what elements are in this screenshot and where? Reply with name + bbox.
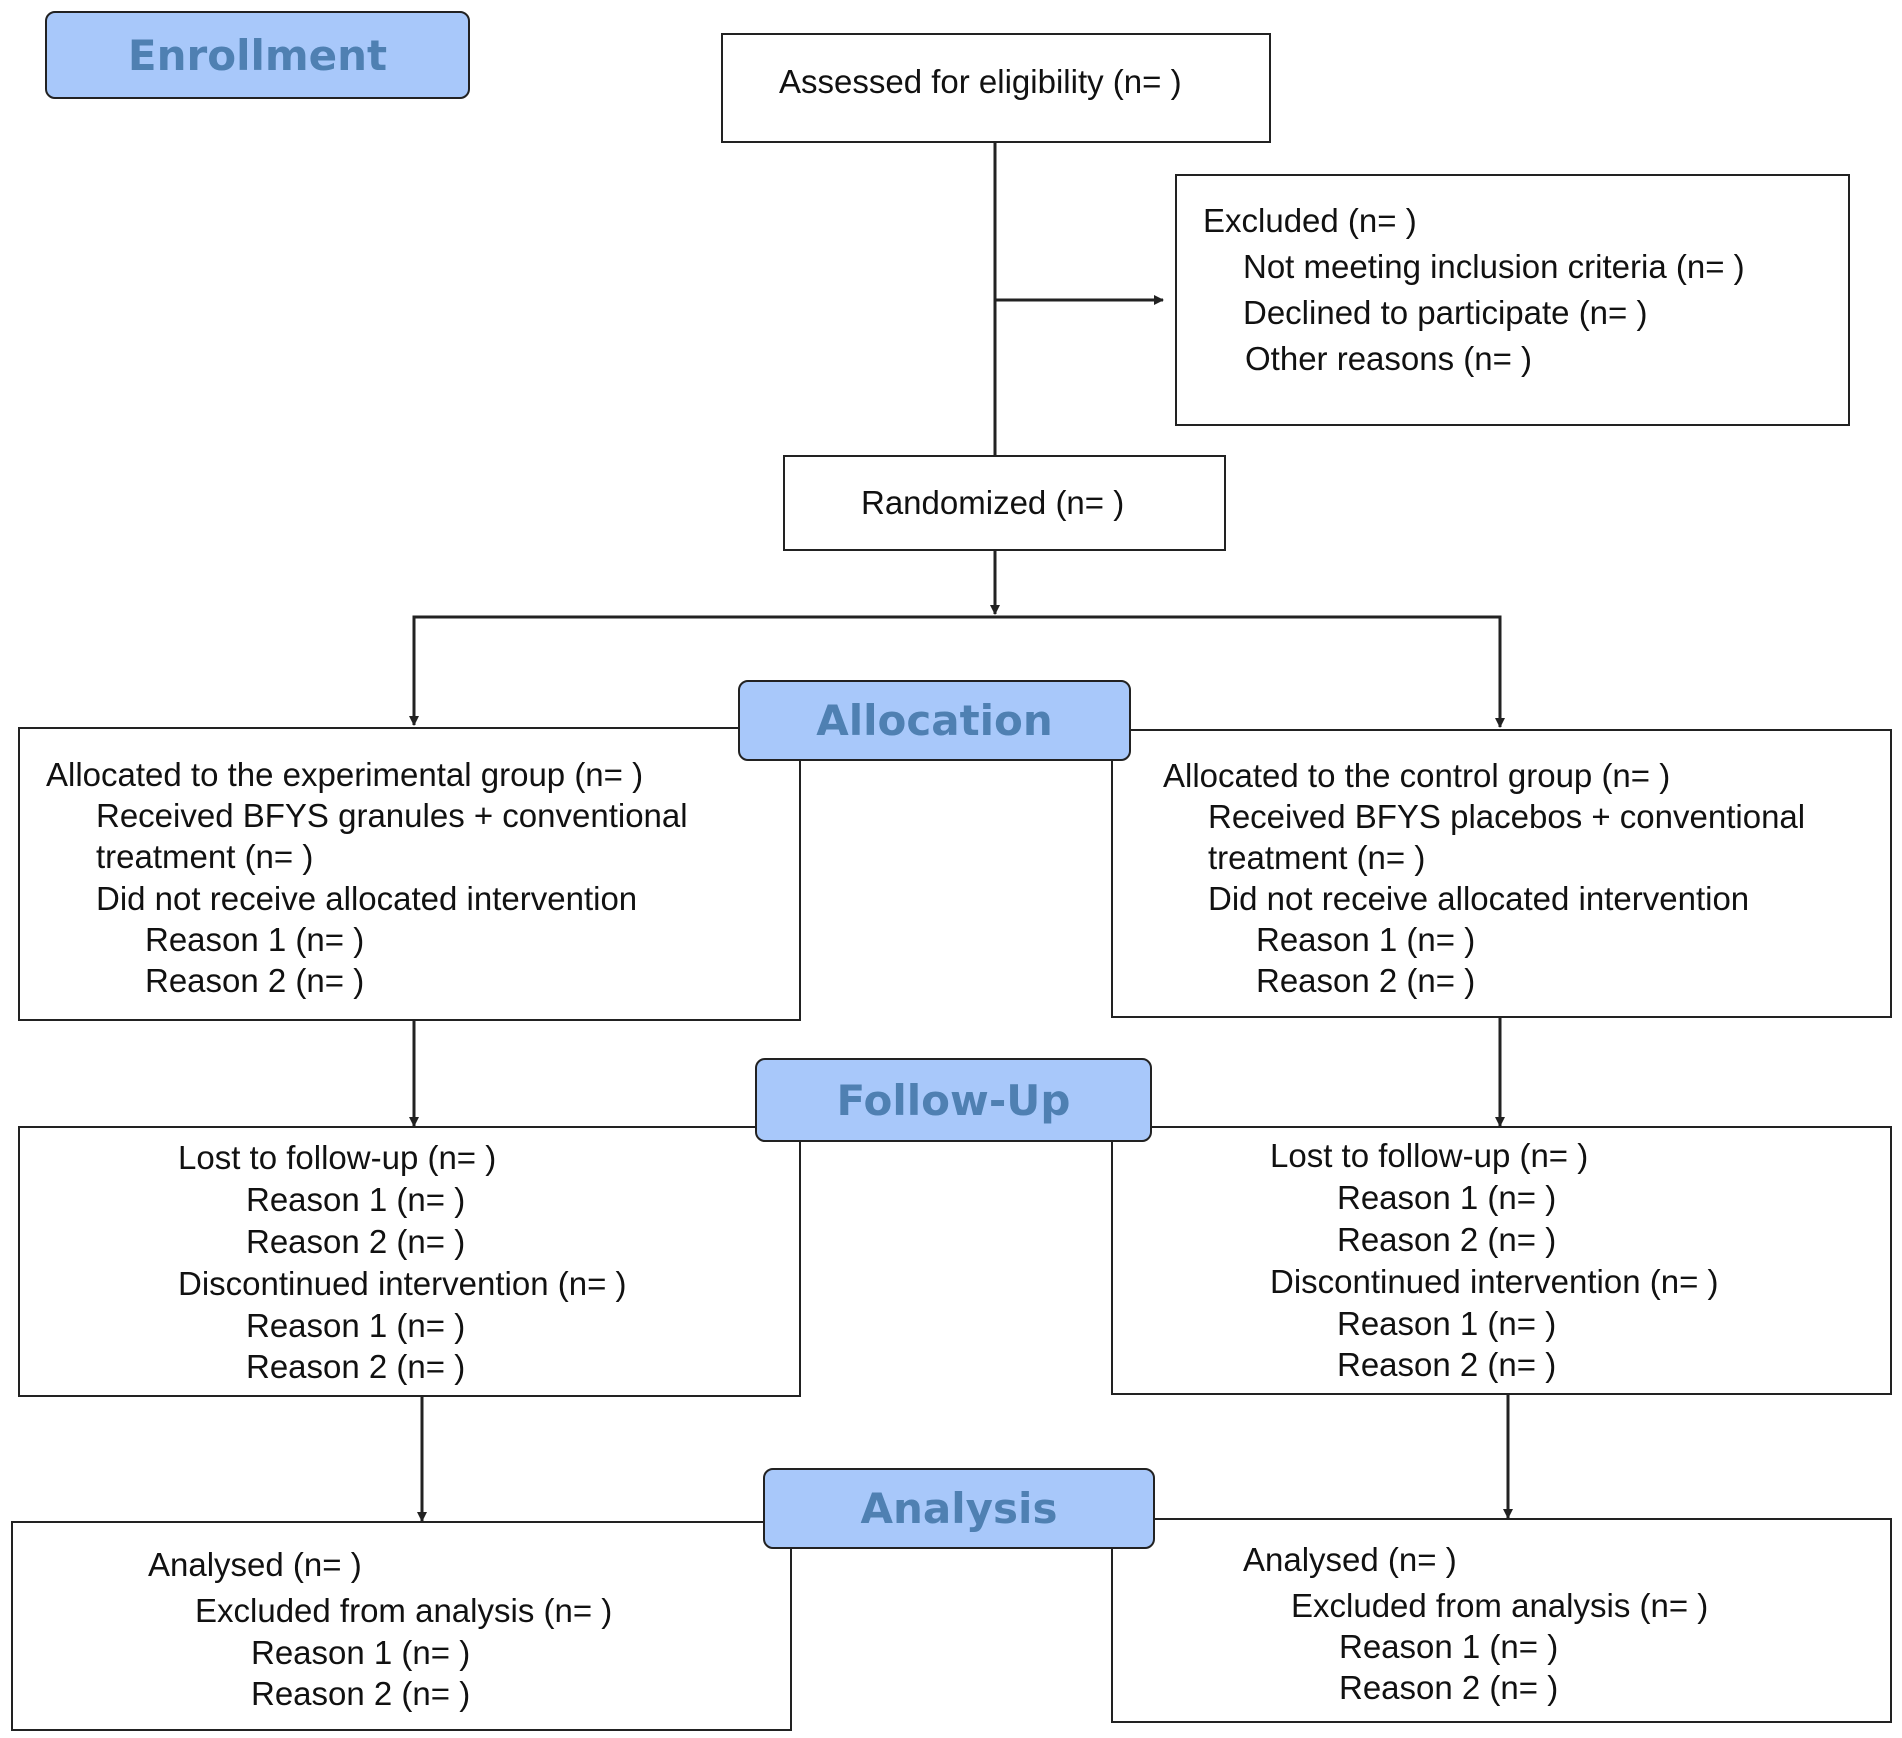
fu-exp-lost-reason-2: Reason 2 (n= ) — [246, 1223, 466, 1260]
alloc-exp-received-2: treatment (n= ) — [96, 838, 314, 875]
an-exp-excluded: Excluded from analysis (n= ) — [195, 1592, 613, 1629]
fu-ctl-lost: Lost to follow-up (n= ) — [1270, 1137, 1589, 1174]
an-exp-reason-1: Reason 1 (n= ) — [251, 1634, 471, 1671]
fu-ctl-discontinued: Discontinued intervention (n= ) — [1270, 1263, 1719, 1300]
assessed-text: Assessed for eligibility (n= ) — [779, 63, 1182, 100]
fu-exp-lost: Lost to follow-up (n= ) — [178, 1139, 497, 1176]
an-ctl-analysed: Analysed (n= ) — [1243, 1541, 1457, 1578]
alloc-exp-received-1: Received BFYS granules + conventional — [96, 797, 688, 834]
excluded-other: Other reasons (n= ) — [1245, 340, 1533, 377]
fu-ctl-disc-reason-2: Reason 2 (n= ) — [1337, 1346, 1557, 1383]
analysis-experimental-box: Analysed (n= ) Excluded from analysis (n… — [11, 1521, 792, 1731]
alloc-ctl-received-2: treatment (n= ) — [1208, 839, 1426, 876]
alloc-ctl-title: Allocated to the control group (n= ) — [1163, 757, 1671, 794]
excluded-title: Excluded (n= ) — [1203, 202, 1417, 239]
followup-experimental-box: Lost to follow-up (n= ) Reason 1 (n= ) R… — [18, 1126, 801, 1397]
alloc-ctl-not-received: Did not receive allocated intervention — [1208, 880, 1750, 917]
alloc-exp-not-received: Did not receive allocated intervention — [96, 880, 638, 917]
stage-analysis-label: Analysis — [860, 1484, 1058, 1533]
stage-allocation: Allocation — [738, 680, 1131, 761]
alloc-ctl-received-1: Received BFYS placebos + conventional — [1208, 798, 1806, 835]
an-exp-analysed: Analysed (n= ) — [148, 1546, 362, 1583]
stage-enrollment-label: Enrollment — [127, 30, 388, 80]
analysis-control-box: Analysed (n= ) Excluded from analysis (n… — [1111, 1518, 1892, 1723]
fu-ctl-disc-reason-1: Reason 1 (n= ) — [1337, 1305, 1557, 1342]
alloc-exp-reason-2: Reason 2 (n= ) — [145, 962, 365, 999]
stage-allocation-label: Allocation — [816, 696, 1053, 745]
excluded-inclusion: Not meeting inclusion criteria (n= ) — [1243, 248, 1745, 285]
alloc-ctl-reason-2: Reason 2 (n= ) — [1256, 962, 1476, 999]
an-exp-reason-2: Reason 2 (n= ) — [251, 1675, 471, 1712]
stage-analysis: Analysis — [763, 1468, 1155, 1549]
an-ctl-reason-1: Reason 1 (n= ) — [1339, 1628, 1559, 1665]
assessed-box: Assessed for eligibility (n= ) — [721, 33, 1271, 143]
alloc-exp-title: Allocated to the experimental group (n= … — [46, 756, 644, 793]
stage-enrollment: Enrollment — [45, 11, 470, 99]
fu-exp-lost-reason-1: Reason 1 (n= ) — [246, 1181, 466, 1218]
alloc-exp-reason-1: Reason 1 (n= ) — [145, 921, 365, 958]
stage-follow-up-label: Follow-Up — [836, 1075, 1071, 1125]
allocation-experimental-box: Allocated to the experimental group (n= … — [18, 727, 801, 1021]
allocation-control-box: Allocated to the control group (n= ) Rec… — [1111, 729, 1892, 1018]
alloc-ctl-reason-1: Reason 1 (n= ) — [1256, 921, 1476, 958]
fu-ctl-lost-reason-1: Reason 1 (n= ) — [1337, 1179, 1557, 1216]
excluded-box: Excluded (n= ) Not meeting inclusion cri… — [1175, 174, 1850, 426]
stage-follow-up: Follow-Up — [755, 1058, 1152, 1142]
an-ctl-excluded: Excluded from analysis (n= ) — [1291, 1587, 1709, 1624]
fu-exp-disc-reason-2: Reason 2 (n= ) — [246, 1348, 466, 1385]
randomized-box: Randomized (n= ) — [783, 455, 1226, 551]
an-ctl-reason-2: Reason 2 (n= ) — [1339, 1669, 1559, 1706]
fu-exp-discontinued: Discontinued intervention (n= ) — [178, 1265, 627, 1302]
followup-control-box: Lost to follow-up (n= ) Reason 1 (n= ) R… — [1111, 1126, 1892, 1395]
randomized-text: Randomized (n= ) — [861, 484, 1125, 521]
connector-split-bar — [412, 615, 1502, 725]
excluded-declined: Declined to participate (n= ) — [1243, 294, 1648, 331]
fu-exp-disc-reason-1: Reason 1 (n= ) — [246, 1307, 466, 1344]
fu-ctl-lost-reason-2: Reason 2 (n= ) — [1337, 1221, 1557, 1258]
